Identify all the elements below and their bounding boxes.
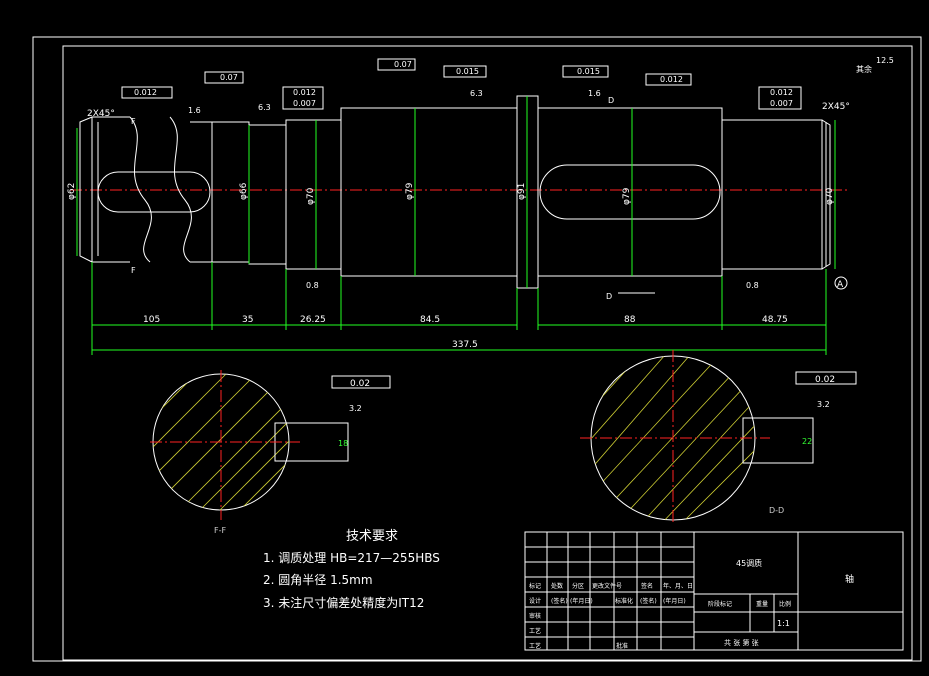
rough-r4: 1.6 <box>588 89 601 98</box>
tol-t1: 0.012 <box>134 88 157 97</box>
dim-105: 105 <box>143 315 160 325</box>
scale: 1:1 <box>777 619 790 628</box>
material: 45调质 <box>736 558 762 568</box>
rough-r1: 1.6 <box>188 106 201 115</box>
svg-text:设计: 设计 <box>529 597 541 605</box>
rough-r5: 0.8 <box>306 281 319 290</box>
rough-r3: 6.3 <box>470 89 483 98</box>
rough-r9: 3.2 <box>817 400 830 409</box>
label-ff: F-F <box>214 526 226 535</box>
dim-phi70a: φ70 <box>306 187 316 205</box>
dim-total: 337.5 <box>452 340 478 350</box>
tech-item3: 3. 未注尺寸偏差处精度为IT12 <box>263 595 424 610</box>
tech-item2: 2. 圆角半径 1.5mm <box>263 573 373 587</box>
tol-t3: 0.012 <box>293 88 316 97</box>
dim-phi91: φ91 <box>517 183 527 200</box>
svg-text:重量: 重量 <box>756 600 768 608</box>
svg-text:签名: 签名 <box>641 582 653 590</box>
svg-text:标记: 标记 <box>529 582 541 590</box>
svg-text:0.02: 0.02 <box>350 379 370 389</box>
svg-text:D: D <box>606 292 612 301</box>
title-block: 标记 处数 分区 更改文件号 签名 年、月、日 设计 (签名) (年月日) 标准… <box>524 531 904 651</box>
tech-item1: 1. 调质处理 HB=217—255HBS <box>263 551 440 565</box>
sheets: 共 张 第 张 <box>724 638 759 647</box>
outer-frame <box>32 36 922 662</box>
tol-t6: 0.015 <box>456 67 479 76</box>
dim-26: 26.25 <box>300 315 326 325</box>
chamfer-right: 2X45° <box>822 102 850 112</box>
svg-text:22: 22 <box>802 437 812 446</box>
datum-a: A <box>834 276 848 290</box>
dim-84: 84.5 <box>420 315 440 325</box>
svg-text:审核: 审核 <box>529 612 541 620</box>
label-dd: D-D <box>769 506 784 515</box>
section-dd: 22 0.02 D-D <box>580 350 857 525</box>
svg-text:F: F <box>131 266 136 275</box>
rough-r7: 0.8 <box>746 281 759 290</box>
svg-text:标准化: 标准化 <box>615 597 633 605</box>
dimension-texts: 105 35 26.25 84.5 88 48.75 337.5 φ62 φ66… <box>67 102 850 350</box>
dim-phi70b: φ70 <box>825 187 835 205</box>
tol-t8: 0.012 <box>660 75 683 84</box>
svg-text:D: D <box>608 96 614 105</box>
part-name: 轴 <box>845 573 854 585</box>
svg-text:阶段标记: 阶段标记 <box>708 600 732 608</box>
section-ff: 18 0.02 F-F <box>150 370 391 535</box>
svg-text:F: F <box>131 117 136 126</box>
svg-text:处数: 处数 <box>551 582 563 590</box>
svg-text:(年月日): (年月日) <box>570 597 593 605</box>
dimension-lines <box>76 96 836 355</box>
svg-text:分区: 分区 <box>572 582 584 590</box>
svg-text:(签名): (签名) <box>551 597 568 605</box>
svg-text:0.02: 0.02 <box>815 375 835 385</box>
dim-48: 48.75 <box>762 315 788 325</box>
svg-text:18: 18 <box>338 439 348 448</box>
svg-text:更改文件号: 更改文件号 <box>592 582 622 590</box>
svg-text:工艺: 工艺 <box>529 627 541 635</box>
shaft-outline <box>79 95 831 289</box>
rough-r8: 3.2 <box>349 404 362 413</box>
tech-requirements: 技术要求 1. 调质处理 HB=217—255HBS 2. 圆角半径 1.5mm… <box>263 529 440 610</box>
dim-phi62: φ62 <box>67 183 77 200</box>
svg-text:比例: 比例 <box>779 600 791 608</box>
svg-text:工艺: 工艺 <box>529 642 541 650</box>
svg-text:批准: 批准 <box>616 642 628 650</box>
svg-text:A: A <box>837 280 844 290</box>
tol-t10: 0.007 <box>770 99 793 108</box>
tol-t2: 0.07 <box>220 73 238 82</box>
tolerance-frames: 0.012 0.07 0.012 0.007 0.07 0.015 0.015 0… <box>121 58 802 110</box>
tol-t7: 0.015 <box>577 67 600 76</box>
dim-88: 88 <box>624 315 636 325</box>
dim-35: 35 <box>242 315 253 325</box>
roughness-marks: 1.6 6.3 6.3 1.6 0.8 0.8 12.5 其余 3.2 3.2 <box>188 56 894 413</box>
svg-text:(签名): (签名) <box>640 597 657 605</box>
svg-text:年、月、日: 年、月、日 <box>663 582 693 590</box>
dim-phi66: φ66 <box>239 182 249 200</box>
rough-rest: 12.5 <box>876 56 894 65</box>
dim-phi79b: φ79 <box>622 187 632 205</box>
tol-t5: 0.07 <box>394 60 412 69</box>
tol-t9: 0.012 <box>770 88 793 97</box>
tech-title: 技术要求 <box>346 529 398 544</box>
inner-frame <box>62 45 913 661</box>
chamfer-left: 2X45° <box>87 109 115 119</box>
tol-t4: 0.007 <box>293 99 316 108</box>
rough-rest-label: 其余 <box>856 64 872 74</box>
dim-phi79: φ79 <box>405 182 415 200</box>
svg-text:(年月日): (年月日) <box>663 597 686 605</box>
section-markers: F F D D <box>131 96 655 301</box>
rough-r2: 6.3 <box>258 103 271 112</box>
